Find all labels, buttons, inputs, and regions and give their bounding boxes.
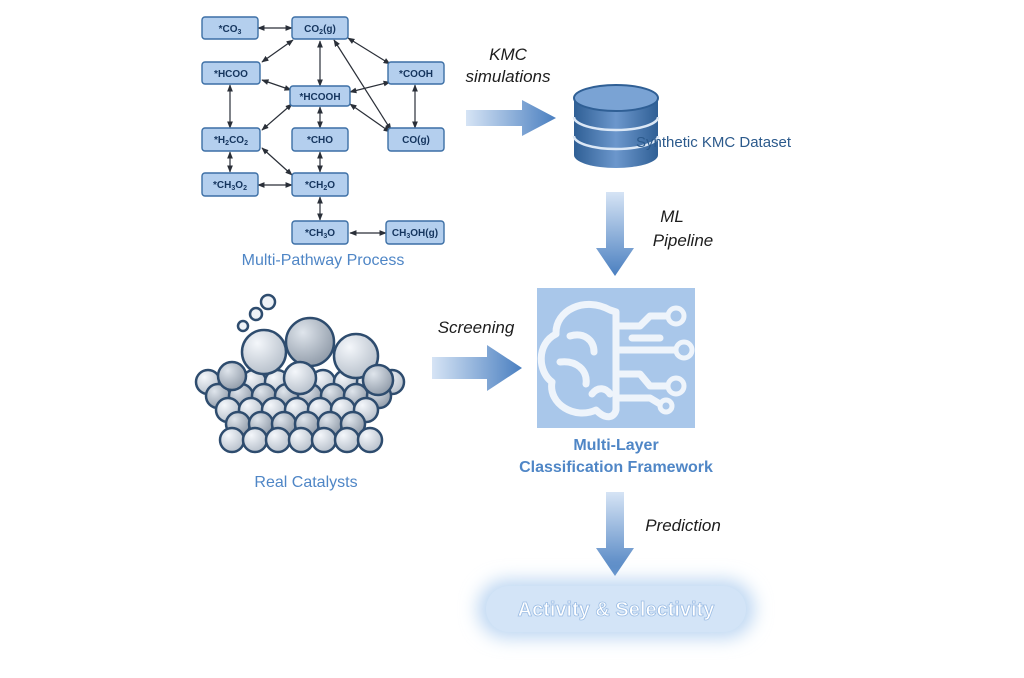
- framework-title-line2: Classification Framework: [519, 459, 713, 476]
- node-hcoo: *HCOO: [201, 61, 261, 85]
- node-ch3o: *CH3O: [291, 220, 349, 245]
- catalyst-atom: [310, 426, 338, 454]
- prediction-label: Prediction: [645, 516, 721, 535]
- node-cooh: *COOH: [387, 61, 445, 85]
- edge-hcooh-cog: [349, 103, 391, 133]
- catalyst-atom: [241, 426, 269, 454]
- catalyst-atom: [333, 426, 361, 454]
- real-catalysts-label: Real Catalysts: [254, 474, 357, 491]
- brain-network-icon: [537, 288, 695, 428]
- catalyst-atom: [216, 360, 248, 392]
- node-ch3o2: *CH3O2: [201, 172, 259, 197]
- catalyst-atom: [240, 328, 288, 376]
- edge-h2co2-ch2o: [261, 147, 293, 176]
- catalyst-atom: [218, 426, 246, 454]
- node-cho: *CHO: [291, 127, 349, 152]
- edge-cooh-hcooh: [349, 80, 391, 94]
- ml-label-line1: ML: [660, 207, 684, 226]
- kmc-arrow: [466, 100, 556, 136]
- edge-co2g-cog: [333, 39, 392, 131]
- catalyst-atom: [287, 426, 315, 454]
- framework-title-line1: Multi-Layer: [573, 437, 658, 454]
- node-h2co2: *H2CO2: [201, 127, 261, 152]
- n-ch2o-label: *CH2O: [305, 180, 335, 192]
- database-icon: [572, 84, 660, 168]
- edge-co2g-cooh: [347, 37, 391, 65]
- reaction-network-nodes: *CO3 CO2(g) *HCOO *COOH *HCOOH *H2CO2 *C…: [201, 16, 445, 245]
- node-co3: *CO3: [201, 16, 259, 40]
- catalyst-cluster-icon: [194, 293, 406, 454]
- n-cog-label: CO(g): [402, 135, 430, 146]
- n-ch3o2-label: *CH3O2: [213, 180, 247, 192]
- catalyst-atom: [282, 360, 318, 396]
- n-hcooh-label: *HCOOH: [299, 92, 340, 103]
- n-ch3o-label: *CH3O: [305, 228, 335, 240]
- n-cooh-label: *COOH: [399, 69, 433, 80]
- multi-pathway-caption: Multi-Pathway Process: [242, 252, 405, 269]
- edge-co2g-hcoo: [261, 39, 294, 63]
- edge-hcooh-h2co2: [261, 103, 293, 131]
- output-result-banner: Activity & Selectivity: [478, 580, 754, 638]
- node-ch3ohg: CH3OH(g): [385, 220, 445, 245]
- catalyst-atom: [356, 426, 384, 454]
- catalyst-atom: [332, 332, 380, 380]
- screening-arrow: [432, 345, 522, 391]
- dataset-label: Synthetic KMC Dataset: [636, 134, 792, 151]
- n-hcoo-label: *HCOO: [214, 69, 248, 80]
- ml-arrow: [596, 192, 634, 276]
- screening-label: Screening: [438, 318, 515, 337]
- n-cho-label: *CHO: [307, 135, 333, 146]
- node-hcooh: *HCOOH: [289, 85, 351, 107]
- node-ch2o: *CH2O: [291, 172, 349, 197]
- reaction-network-edges: [227, 25, 418, 236]
- prediction-arrow: [596, 492, 634, 576]
- n-co3-label: *CO3: [219, 24, 242, 36]
- node-co2g: CO2(g): [291, 16, 349, 40]
- kmc-label-line2: simulations: [465, 67, 551, 86]
- node-cog: CO(g): [387, 127, 445, 152]
- kmc-label-line1: KMC: [489, 45, 528, 64]
- catalyst-atom: [284, 316, 336, 368]
- catalyst-atom: [264, 426, 292, 454]
- output-label: Activity & Selectivity: [518, 599, 716, 621]
- n-h2co2-label: *H2CO2: [214, 135, 248, 147]
- n-ch3ohg-label: CH3OH(g): [392, 228, 438, 240]
- n-co2g-label: CO2(g): [304, 24, 336, 36]
- ml-label-line2: Pipeline: [653, 231, 714, 250]
- catalyst-atom: [361, 363, 395, 397]
- edge-hcoo-hcooh: [261, 79, 292, 91]
